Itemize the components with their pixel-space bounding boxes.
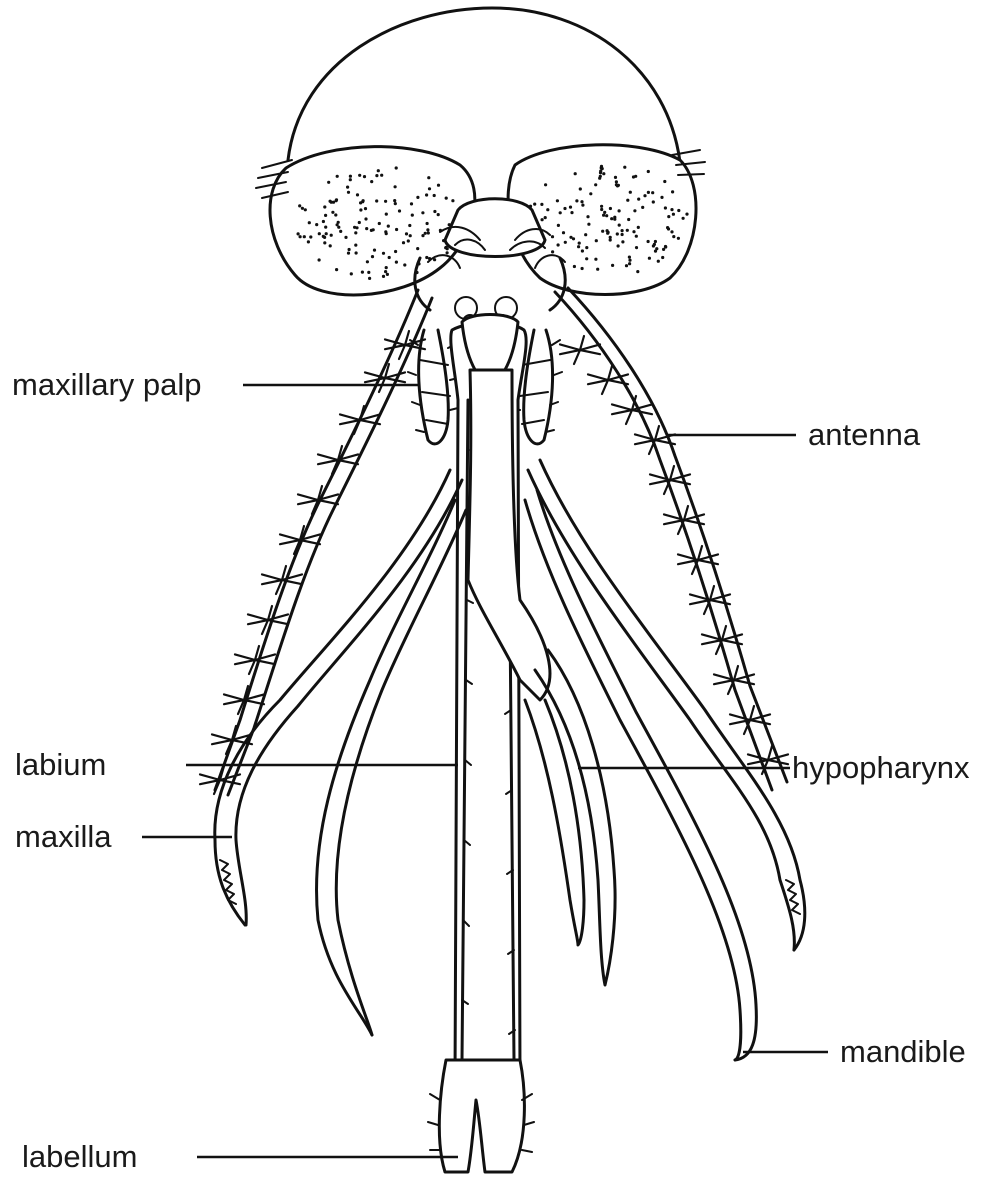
label-maxilla: maxilla — [15, 821, 111, 852]
right-mandible — [525, 490, 756, 1060]
label-mandible: mandible — [840, 1036, 966, 1067]
left-mandible — [317, 500, 466, 1035]
right-antenna — [555, 288, 788, 790]
label-hypopharynx: hypopharynx — [792, 752, 970, 783]
label-labellum: labellum — [22, 1141, 137, 1172]
left-antenna — [200, 290, 432, 795]
labellum — [428, 1060, 534, 1172]
label-antenna: antenna — [808, 419, 920, 450]
right-maxilla — [528, 460, 805, 950]
label-maxillary-palp: maxillary palp — [12, 369, 202, 400]
label-labium: labium — [15, 749, 106, 780]
head-capsule — [288, 8, 680, 162]
left-compound-eye — [256, 147, 475, 295]
